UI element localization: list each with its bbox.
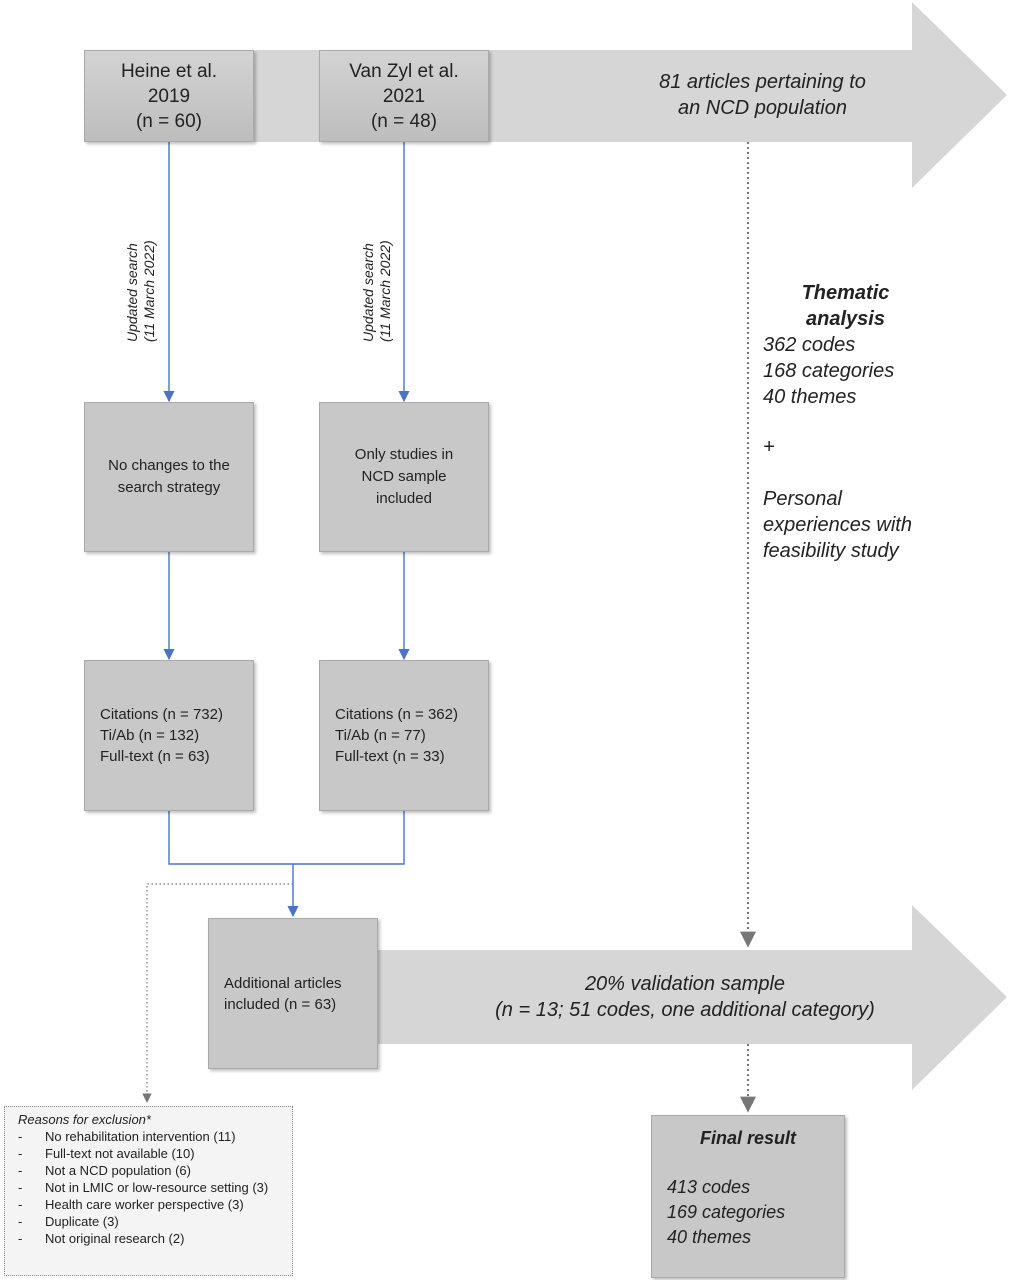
heine-strategy-line: search strategy — [117, 479, 221, 496]
vanzyl-strategy-line: NCD sample — [361, 468, 447, 485]
vanzyl-results-line: Full-text (n = 33) — [335, 748, 445, 765]
heine-strategy-box: No changes to the search strategy — [84, 402, 254, 552]
additional-articles-box: Additional articles included (n = 63) — [208, 918, 378, 1069]
vanzyl-source-line: (n = 48) — [370, 110, 437, 132]
thematic-title-line: analysis — [806, 308, 885, 330]
thematic-analysis-panel: Thematic analysis 362 codes 168 categori… — [763, 280, 993, 564]
exclusion-reason-item: No rehabilitation intervention (11) — [18, 1128, 292, 1145]
top-arrow-label-line: 81 articles pertaining to — [659, 71, 866, 93]
connector-results-merge — [168, 811, 405, 865]
vanzyl-results-box: Citations (n = 362) Ti/Ab (n = 77) Full-… — [319, 660, 489, 811]
final-result-body: 413 codes 169 categories 40 themes — [652, 1175, 844, 1250]
thematic-stat-line: 362 codes — [763, 334, 856, 356]
vanzyl-strategy-box: Only studies in NCD sample included — [319, 402, 489, 552]
bottom-arrow-label-line: 20% validation sample — [584, 973, 786, 995]
thematic-extra-line: experiences with — [763, 514, 912, 536]
final-result-line: 169 categories — [667, 1202, 786, 1222]
left-search-label: Updated search (11 March 2022) — [124, 240, 158, 342]
exclusion-reason-item: Full-text not available (10) — [18, 1145, 292, 1162]
heine-source-line: Heine et al. — [120, 60, 218, 82]
thematic-extra-line: feasibility study — [763, 540, 899, 562]
top-block-arrow — [84, 2, 1007, 188]
vanzyl-strategy-line: included — [376, 490, 432, 507]
thematic-stat-line: 168 categories — [763, 360, 895, 382]
heine-source-line: (n = 60) — [135, 110, 202, 132]
additional-articles-line: Additional articles — [224, 974, 342, 992]
exclusion-reasons-title: Reasons for exclusion* — [18, 1112, 151, 1127]
left-search-label-line: (11 March 2022) — [141, 240, 157, 342]
exclusion-reasons-list: No rehabilitation intervention (11) Full… — [18, 1128, 292, 1247]
exclusion-reason-item: Not original research (2) — [18, 1230, 292, 1247]
left-search-label-line: Updated search — [124, 243, 140, 342]
heine-results-line: Ti/Ab (n = 132) — [100, 727, 200, 744]
heine-source-line: 2019 — [147, 85, 191, 107]
additional-articles-line: included (n = 63) — [224, 995, 337, 1013]
thematic-stat-line: 40 themes — [763, 386, 857, 408]
final-result-line: 413 codes — [667, 1177, 751, 1197]
vanzyl-source-line: 2021 — [382, 85, 426, 107]
heine-results-line: Full-text (n = 63) — [100, 748, 210, 765]
final-result-box: Final result 413 codes 169 categories 40… — [651, 1115, 845, 1278]
vanzyl-results-line: Citations (n = 362) — [335, 706, 458, 723]
exclusion-reasons-box: Reasons for exclusion* No rehabilitation… — [4, 1106, 293, 1276]
exclusion-reason-item: Not a NCD population (6) — [18, 1162, 292, 1179]
vanzyl-strategy-line: Only studies in — [354, 446, 454, 463]
heine-results-line: Citations (n = 732) — [100, 706, 223, 723]
thematic-extra-line: Personal — [763, 488, 842, 510]
right-search-label-line: Updated search — [360, 243, 376, 342]
exclusion-reason-item: Duplicate (3) — [18, 1213, 292, 1230]
top-arrow-label: 81 articles pertaining to an NCD populat… — [600, 69, 925, 121]
exclusion-reason-item: Not in LMIC or low-resource setting (3) — [18, 1179, 285, 1196]
vanzyl-results-line: Ti/Ab (n = 77) — [335, 727, 426, 744]
heine-strategy-line: No changes to the — [108, 457, 230, 474]
right-search-label: Updated search (11 March 2022) — [360, 240, 394, 342]
vanzyl-source-line: Van Zyl et al. — [349, 60, 459, 82]
final-result-title: Final result — [699, 1128, 797, 1148]
bottom-block-arrow — [377, 905, 1007, 1090]
thematic-analysis-title: Thematic analysis — [763, 280, 928, 332]
top-arrow-label-line: an NCD population — [678, 97, 847, 119]
vanzyl-source-box: Van Zyl et al. 2021 (n = 48) — [319, 50, 489, 142]
final-result-line: 40 themes — [667, 1227, 752, 1247]
thematic-title-line: Thematic — [801, 282, 890, 304]
bottom-arrow-label: 20% validation sample (n = 13; 51 codes,… — [455, 971, 915, 1023]
right-search-label-line: (11 March 2022) — [377, 240, 393, 342]
heine-source-box: Heine et al. 2019 (n = 60) — [84, 50, 254, 142]
exclusion-reason-item: Health care worker perspective (3) — [18, 1196, 292, 1213]
dotted-connector-exclusion — [142, 883, 293, 1103]
thematic-plus: + — [763, 436, 775, 458]
heine-results-box: Citations (n = 732) Ti/Ab (n = 132) Full… — [84, 660, 254, 811]
bottom-arrow-label-line: (n = 13; 51 codes, one additional catego… — [495, 999, 875, 1021]
